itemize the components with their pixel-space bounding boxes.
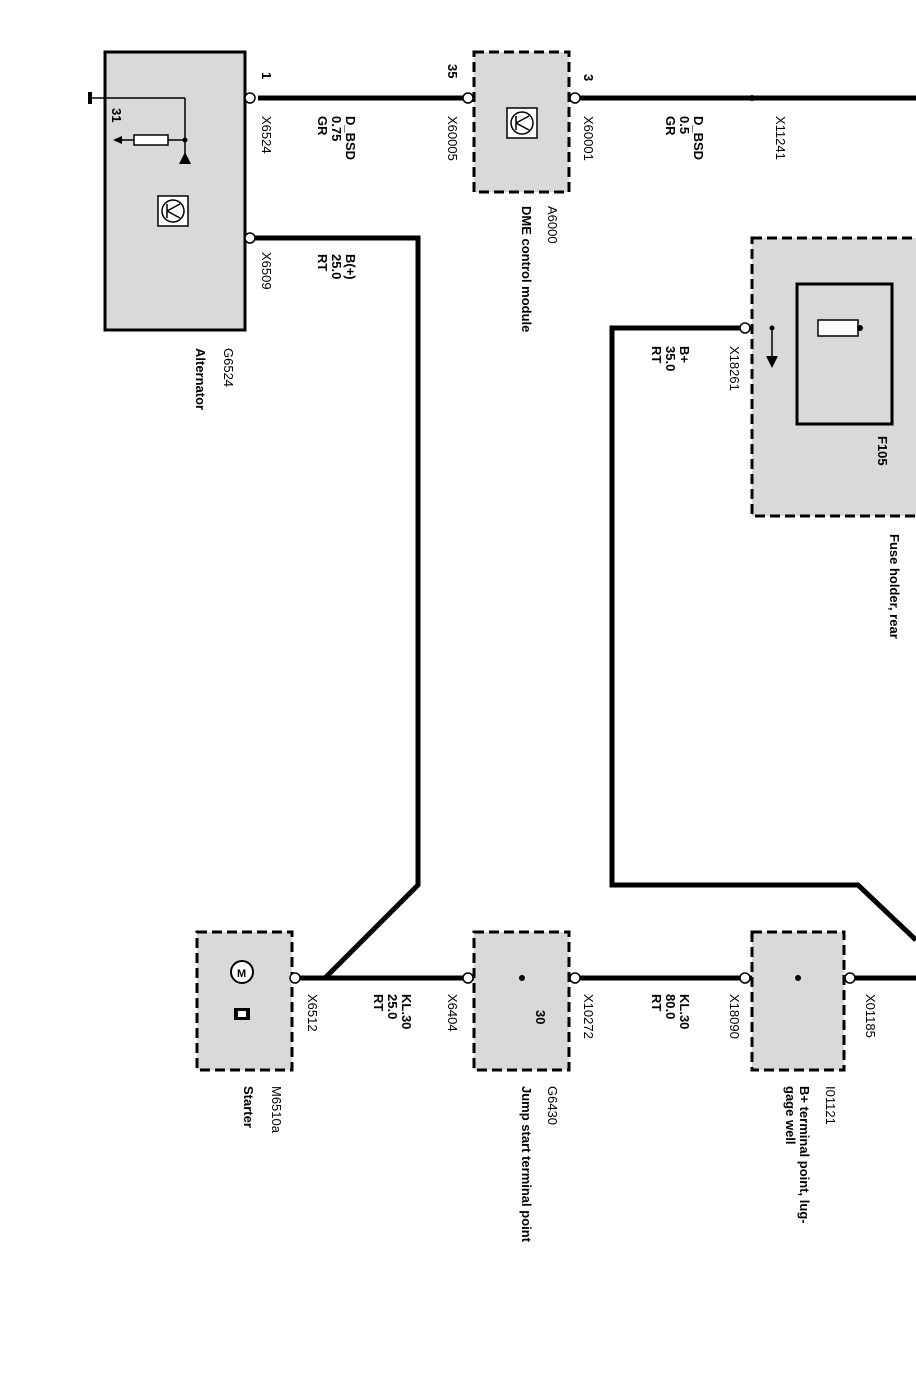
connector-x6512: X6512 [305,994,320,1032]
dme-pin-35 [462,92,474,104]
connector-x60001: X60001 [581,116,596,161]
motor-icon [230,960,254,984]
alternator-box [103,50,247,332]
fuse-inner-box [795,282,894,426]
b-plus-terminal-name-1: B+ terminal point, lug- [797,1086,812,1224]
dme-pin3-label: 3 [581,74,596,81]
connector-x6509: X6509 [259,252,274,290]
starter-box [195,930,294,1072]
connector-x6524: X6524 [259,116,274,154]
b-plus-terminal-id: I01121 [823,1086,838,1125]
starter-name: Starter [241,1086,256,1128]
arrow-icon [113,136,122,144]
wire-1-gauge: 0.75 [329,116,344,141]
dme-component: 35 3 A6000 DME control module [445,50,596,332]
wire-6-labels: KL.30 80.0 RT [649,994,692,1029]
ground-symbol [88,92,92,104]
b-plus-terminal-box [750,930,846,1072]
b-plus-terminal-component: I01121 B+ terminal point, lug- gage well [750,930,846,1224]
jump-start-pin-right [569,972,581,984]
wire-3-signal: B(+) [343,254,358,280]
jump-start-id: G6430 [545,1086,560,1125]
wire-6-gauge: 80.0 [663,994,678,1019]
wire-1-color: GR [315,116,330,136]
starter-pin [289,972,301,984]
wire-2-color: GR [663,116,678,136]
alternator-pin1-label: 1 [259,72,274,79]
fuse-holder-component: F105 Fuse holder, rear [750,236,916,639]
dme-transistor-box-icon [506,107,538,139]
wire-1-labels: D_BSD 0.75 GR [315,116,358,160]
alternator-name: Alternator [193,348,208,410]
connector-x10272: X10272 [581,994,596,1039]
fuse-id: F105 [875,436,890,466]
wire-4-color: RT [649,346,664,363]
wire-6-color: RT [649,994,664,1011]
wire-5-color: RT [371,994,386,1011]
wire-4-signal: B+ [677,346,692,363]
b-plus-terminal-pin-left [739,972,751,984]
wire-2-gauge: 0.5 [677,116,692,134]
connector-x18090: X18090 [727,994,742,1039]
alternator-pin-1 [244,92,256,104]
pin-31-label: 31 [109,108,124,122]
wire-1-signal: D_BSD [343,116,358,160]
wire-4-labels: B+ 35.0 RT [649,346,692,371]
dme-pin-3 [569,92,581,104]
wire-5-signal: KL.30 [399,994,414,1029]
wire-5-gauge: 25.0 [385,994,400,1019]
wires [250,95,916,981]
dme-transistor-icon [510,111,534,135]
fuse-holder-pin [739,322,751,334]
b-plus-terminal-pin-right [844,972,856,984]
connector-x01185: X01185 [863,994,878,1038]
fuse-icon [817,319,859,337]
wire-b-plus-fuse [609,325,916,942]
splice-x11241 [749,95,755,101]
wire-b-plus-alternator [250,235,421,980]
connector-x60005: X60005 [445,116,460,161]
wire-3-color: RT [315,254,330,271]
dme-id: A6000 [545,206,560,244]
jump-start-name: Jump start terminal point [519,1086,534,1243]
jump-start-box [472,930,571,1072]
wire-6-signal: KL.30 [677,994,692,1029]
starter-component: M M6510a Starter [195,930,294,1134]
dme-name: DME control module [519,206,534,332]
starter-id: M6510a [269,1086,284,1134]
transistor-box-icon [157,195,189,227]
resistor-icon [133,134,169,146]
wire-3-labels: B(+) 25.0 RT [315,254,358,280]
transistor-icon [161,199,185,223]
jump-start-pin-left [462,972,474,984]
motor-letter-icon: M [237,968,246,980]
wire-5-labels: KL.30 25.0 RT [371,994,414,1029]
wire-4-gauge: 35.0 [663,346,678,371]
alternator-id: G6524 [221,348,236,387]
ground-arrow-icon [766,356,778,368]
b-plus-terminal-name-2: gage well [783,1086,798,1145]
connector-x18261: X18261 [727,346,742,391]
fuse-holder-name: Fuse holder, rear [887,534,902,639]
alternator-component: 31 1 G6524 Alternator [88,50,274,410]
wire-3-gauge: 25.0 [329,254,344,279]
jump-start-inner-label: 30 [533,1010,548,1024]
wire-2-labels: D_BSD 0.5 GR [663,116,706,160]
diode-icon [179,152,191,164]
wire-2-signal: D_BSD [691,116,706,160]
alternator-pin-bplus [244,232,256,244]
connector-x11241: X11241 [773,116,788,160]
jump-start-component: 30 G6430 Jump start terminal point [472,930,571,1243]
connector-x6404: X6404 [445,994,460,1032]
dme-pin35-label: 35 [445,64,460,78]
